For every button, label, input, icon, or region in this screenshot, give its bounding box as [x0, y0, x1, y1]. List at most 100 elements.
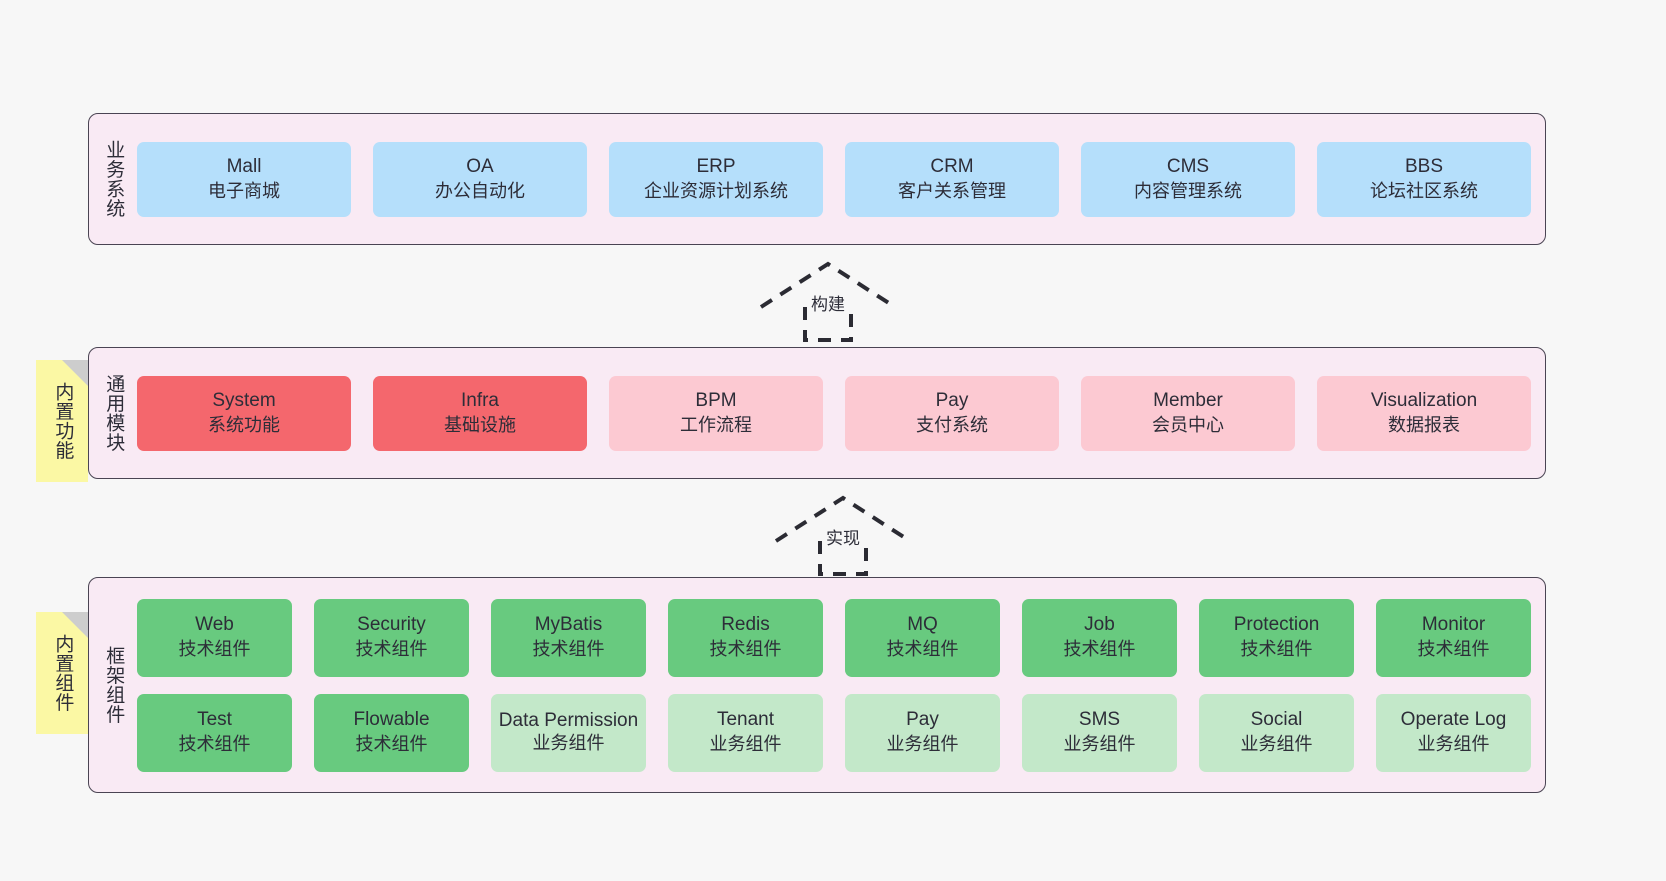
module-name: Redis	[721, 614, 770, 636]
module-subtitle: 数据报表	[1388, 414, 1460, 435]
module-subtitle: 技术组件	[886, 639, 959, 660]
module-subtitle: 系统功能	[208, 414, 280, 435]
module-name: Member	[1153, 389, 1223, 411]
module-subtitle: 业务组件	[709, 734, 782, 755]
connector-label-implement: 实现	[826, 529, 860, 548]
module-subtitle: 技术组件	[1417, 639, 1490, 660]
module-name: Flowable	[353, 709, 430, 731]
module-name: Tenant	[716, 709, 775, 731]
module-card-tenant[interactable]: Tenant 业务组件	[668, 693, 823, 772]
module-subtitle: 技术组件	[355, 639, 428, 660]
module-subtitle: 技术组件	[178, 639, 251, 660]
module-name: Pay	[906, 709, 939, 731]
module-row: Web 技术组件 Security 技术组件 MyBatis 技术组件 Redi…	[137, 598, 1531, 677]
module-card-bpm[interactable]: BPM 工作流程	[609, 375, 823, 451]
module-name: Mall	[226, 155, 262, 177]
module-card-erp[interactable]: ERP 企业资源计划系统	[609, 141, 823, 217]
module-card-infra[interactable]: Infra 基础设施	[373, 375, 587, 451]
sticky-note-builtin-component: 内置组件	[36, 612, 88, 734]
module-subtitle: 论坛社区系统	[1370, 180, 1478, 201]
module-name: Protection	[1233, 614, 1320, 636]
note-fold-corner-icon	[62, 360, 88, 386]
module-subtitle: 办公自动化	[435, 180, 525, 201]
module-row: Mall 电子商城 OA 办公自动化 ERP 企业资源计划系统 CRM 客户关系…	[137, 141, 1531, 217]
module-card-job[interactable]: Job 技术组件	[1022, 598, 1177, 677]
module-row: System 系统功能 Infra 基础设施 BPM 工作流程 Pay 支付系统…	[137, 375, 1531, 451]
module-subtitle: 技术组件	[532, 639, 605, 660]
module-subtitle: 内容管理系统	[1134, 180, 1242, 201]
module-card-protection[interactable]: Protection 技术组件	[1199, 598, 1354, 677]
module-name: OA	[466, 155, 494, 177]
module-name: CRM	[930, 155, 974, 177]
implement-arrow-glyph	[774, 495, 912, 576]
layer-common-module[interactable]: 通用模块 System 系统功能 Infra 基础设施 BPM 工作流程 Pay…	[88, 347, 1546, 479]
layer-body-business-system: Mall 电子商城 OA 办公自动化 ERP 企业资源计划系统 CRM 客户关系…	[137, 114, 1545, 244]
module-card-flowable[interactable]: Flowable 技术组件	[314, 693, 469, 772]
connector-build: 构建	[755, 258, 901, 343]
layer-title-common-module: 通用模块	[103, 374, 125, 452]
module-card-system[interactable]: System 系统功能	[137, 375, 351, 451]
module-card-data-permission[interactable]: Data Permission 业务组件	[491, 693, 646, 772]
module-card-operate-log[interactable]: Operate Log 业务组件	[1376, 693, 1531, 772]
module-name: Pay	[935, 389, 969, 411]
note-fold-corner-icon	[62, 612, 88, 638]
module-subtitle: 业务组件	[1063, 734, 1136, 755]
module-card-test[interactable]: Test 技术组件	[137, 693, 292, 772]
sticky-note-builtin-function: 内置功能	[36, 360, 88, 482]
module-subtitle: 技术组件	[1063, 639, 1136, 660]
module-subtitle: 业务组件	[532, 733, 605, 754]
connector-label-build: 构建	[811, 295, 845, 314]
module-subtitle: 技术组件	[178, 734, 251, 755]
module-name: Infra	[460, 389, 500, 411]
module-name: Web	[195, 614, 234, 636]
module-subtitle: 技术组件	[355, 734, 428, 755]
module-subtitle: 工作流程	[680, 414, 752, 435]
module-card-mybatis[interactable]: MyBatis 技术组件	[491, 598, 646, 677]
module-card-sms[interactable]: SMS 业务组件	[1022, 693, 1177, 772]
module-name: Test	[197, 709, 232, 731]
module-subtitle: 业务组件	[1240, 734, 1313, 755]
module-card-mall[interactable]: Mall 电子商城	[137, 141, 351, 217]
module-card-cms[interactable]: CMS 内容管理系统	[1081, 141, 1295, 217]
connector-implement: 实现	[770, 492, 916, 577]
module-subtitle: 业务组件	[1417, 734, 1490, 755]
module-subtitle: 业务组件	[886, 734, 959, 755]
module-row: Test 技术组件 Flowable 技术组件 Data Permission …	[137, 693, 1531, 772]
layer-body-framework-component: Web 技术组件 Security 技术组件 MyBatis 技术组件 Redi…	[137, 578, 1545, 792]
module-name: System	[212, 389, 276, 411]
module-name: BPM	[695, 389, 737, 411]
module-card-crm[interactable]: CRM 客户关系管理	[845, 141, 1059, 217]
module-name: Monitor	[1421, 614, 1486, 636]
module-card-oa[interactable]: OA 办公自动化	[373, 141, 587, 217]
module-subtitle: 技术组件	[709, 639, 782, 660]
module-subtitle: 技术组件	[1240, 639, 1313, 660]
layer-framework-component[interactable]: 框架组件 Web 技术组件 Security 技术组件 MyBatis 技术组件…	[88, 577, 1546, 793]
module-card-visualization[interactable]: Visualization 数据报表	[1317, 375, 1531, 451]
module-card-security[interactable]: Security 技术组件	[314, 598, 469, 677]
module-name: MQ	[907, 614, 938, 636]
module-card-redis[interactable]: Redis 技术组件	[668, 598, 823, 677]
layer-title-framework-component: 框架组件	[103, 646, 125, 724]
sticky-note-text: 内置组件	[52, 634, 74, 712]
module-card-social[interactable]: Social 业务组件	[1199, 693, 1354, 772]
module-card-pay[interactable]: Pay 支付系统	[845, 375, 1059, 451]
module-card-web[interactable]: Web 技术组件	[137, 598, 292, 677]
module-subtitle: 会员中心	[1152, 414, 1224, 435]
module-subtitle: 电子商城	[208, 180, 280, 201]
module-subtitle: 基础设施	[444, 414, 516, 435]
module-name: Operate Log	[1400, 709, 1507, 731]
module-name: Social	[1250, 709, 1303, 731]
module-card-monitor[interactable]: Monitor 技术组件	[1376, 598, 1531, 677]
module-name: SMS	[1078, 709, 1121, 731]
layer-business-system[interactable]: 业务系统 Mall 电子商城 OA 办公自动化 ERP 企业资源计划系统 CRM…	[88, 113, 1546, 245]
module-card-bbs[interactable]: BBS 论坛社区系统	[1317, 141, 1531, 217]
module-name: BBS	[1404, 155, 1444, 177]
module-name: CMS	[1166, 155, 1210, 177]
module-name: MyBatis	[534, 614, 603, 636]
module-card-member[interactable]: Member 会员中心	[1081, 375, 1295, 451]
build-arrow-glyph	[759, 261, 897, 342]
module-name: Job	[1084, 614, 1115, 636]
module-card-mq[interactable]: MQ 技术组件	[845, 598, 1000, 677]
module-card-pay-business[interactable]: Pay 业务组件	[845, 693, 1000, 772]
